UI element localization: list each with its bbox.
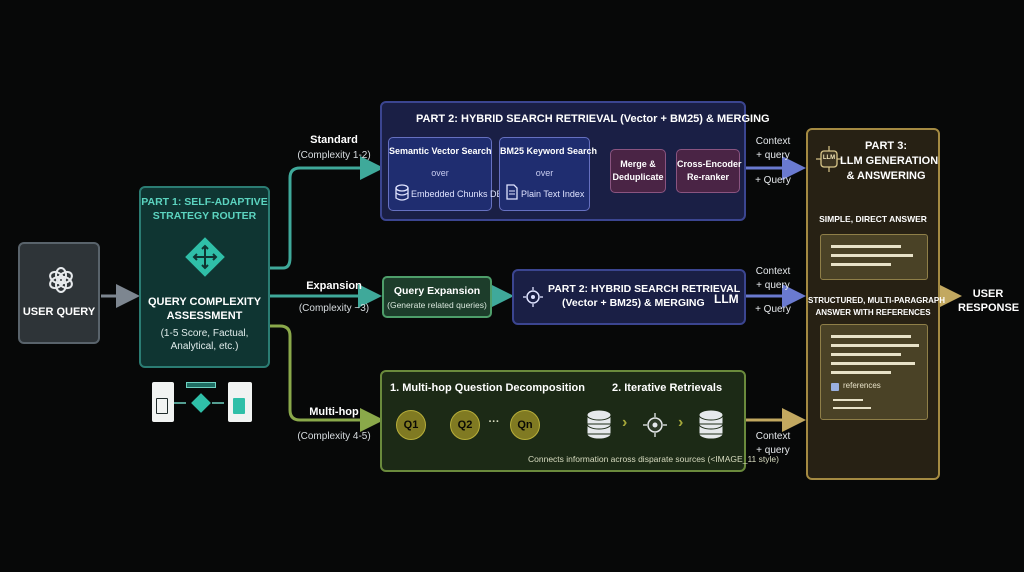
mini-doc-icon-2	[228, 382, 252, 422]
merge-line2: Deduplicate	[612, 172, 664, 182]
retrieval-database-icon-1	[586, 409, 612, 440]
rerank-line1: Cross-Encoder	[677, 159, 742, 169]
bm25-search-box: BM25 Keyword Search over Plain Text Inde…	[499, 137, 598, 211]
ai-chip-icon	[523, 287, 543, 307]
vector-search-title: Semantic Vector Search	[389, 146, 492, 156]
part2-mid-llm: LLM	[714, 292, 739, 306]
user-query-box: USER QUERY	[18, 242, 100, 344]
bm25-search-over: over	[535, 168, 554, 178]
arrow-multihop	[270, 324, 384, 432]
vector-search-source: Embedded Chunks DB	[411, 189, 503, 199]
part1-title-line1: PART 1: SELF-ADAPTIVE	[141, 196, 268, 208]
sub-question-ellipsis: ···	[488, 416, 500, 428]
merge-line1: Merge &	[620, 159, 656, 169]
route-expansion-label: Expansion	[306, 280, 362, 292]
references-label: references	[843, 381, 881, 390]
references-icon	[831, 383, 839, 391]
vector-search-box: Semantic Vector Search over Embedded Chu…	[388, 137, 503, 211]
bot-context-label: Context	[755, 431, 791, 442]
part2-mid-title-line2: (Vector + BM25) & MERGING	[562, 297, 705, 309]
chevron-right-icon-2: ›	[678, 414, 684, 431]
part3-title-line2: LLM GENERATION	[840, 155, 939, 167]
route-standard-complexity: (Complexity 1-2)	[297, 150, 371, 161]
route-multihop-label: Multi-hop	[309, 406, 359, 418]
expansion-title: Query Expansion	[393, 285, 481, 297]
vector-search-over: over	[431, 168, 449, 178]
mid-context-label: Context	[755, 266, 791, 277]
assess-detail-line1: (1-5 Score, Factual,	[160, 328, 249, 339]
user-response-line1: USER	[972, 288, 1004, 300]
assess-detail-line2: Analytical, etc.)	[170, 341, 239, 352]
multihop-panel: 1. Multi-hop Question Decomposition 2. I…	[380, 370, 779, 472]
sub-question-qn: Qn	[510, 410, 540, 440]
structured-answer-line1: STRUCTURED, MULTI-PARAGRAPH	[808, 296, 946, 305]
multihop-step1: 1. Multi-hop Question Decomposition	[390, 382, 585, 394]
multihop-step2: 2. Iterative Retrievals	[612, 382, 723, 394]
mini-label-strip	[186, 382, 216, 388]
top-query-label-2: + Query	[755, 175, 791, 186]
multihop-note: Connects information across disparate so…	[528, 454, 779, 464]
part2-mid-panel: PART 2: HYBRID SEARCH RETRIEVAL (Vector …	[512, 269, 746, 325]
mid-query-label-2: + Query	[755, 304, 791, 315]
part2-mid-title-line1: PART 2: HYBRID SEARCH RETRIEVAL	[548, 283, 741, 295]
document-icon	[506, 184, 518, 200]
merge-dedupe-box: Merge & Deduplicate	[610, 149, 666, 193]
reranker-box: Cross-Encoder Re-ranker	[676, 149, 742, 193]
mid-query-label-1: + query	[756, 280, 790, 291]
llm-badge-text: LLM	[822, 155, 836, 161]
assess-line2: ASSESSMENT	[166, 310, 243, 322]
user-response-line2: RESPONSE	[958, 302, 1020, 314]
structured-answer-card: references	[820, 324, 928, 420]
rerank-line2: Re-ranker	[686, 172, 730, 182]
sub-question-q2: Q2	[450, 410, 480, 440]
bm25-search-title: BM25 Keyword Search	[500, 146, 598, 156]
part1-title-line2: STRATEGY ROUTER	[152, 210, 257, 222]
user-query-label: USER QUERY	[22, 306, 96, 318]
part3-title-line3: & ANSWERING	[846, 170, 926, 182]
top-context-label: Context	[755, 136, 791, 147]
part3-panel: LLM PART 3: LLM GENERATION & ANSWERING S…	[806, 128, 946, 480]
part2-top-title: PART 2: HYBRID SEARCH RETRIEVAL (Vector …	[416, 113, 770, 125]
chevron-right-icon: ›	[622, 414, 628, 431]
route-standard-label: Standard	[310, 134, 358, 146]
sub-question-q1: Q1	[396, 410, 426, 440]
mini-diamond-icon	[191, 393, 211, 413]
arrow-standard	[270, 156, 384, 270]
part2-top-panel: PART 2: HYBRID SEARCH RETRIEVAL (Vector …	[380, 101, 770, 221]
part3-title-line1: PART 3:	[865, 140, 907, 152]
retrieval-database-icon-2	[698, 409, 724, 440]
bm25-search-source: Plain Text Index	[521, 189, 585, 199]
part1-router-panel: PART 1: SELF-ADAPTIVE STRATEGY ROUTER QU…	[139, 186, 270, 368]
database-icon	[395, 184, 409, 201]
simple-answer-card	[820, 234, 928, 280]
llm-badge-icon	[816, 146, 842, 172]
route-multihop-complexity: (Complexity 4-5)	[297, 431, 371, 442]
top-query-label-1: + query	[756, 150, 790, 161]
expansion-subtitle: (Generate related queries)	[387, 300, 487, 310]
simple-answer-label: SIMPLE, DIRECT ANSWER	[819, 214, 927, 224]
router-diamond-icon	[185, 237, 225, 277]
route-expansion-complexity: (Complexity ~3)	[298, 303, 370, 314]
query-expansion-box: Query Expansion (Generate related querie…	[382, 276, 492, 318]
bot-query-label: + query	[756, 445, 790, 456]
mini-doc-icon-1	[152, 382, 174, 422]
ai-chip-icon-multihop	[643, 413, 667, 437]
structured-answer-line2: ANSWER WITH REFERENCES	[815, 308, 931, 317]
assess-line1: QUERY COMPLEXITY	[147, 296, 262, 308]
openai-logo-icon	[49, 267, 73, 293]
